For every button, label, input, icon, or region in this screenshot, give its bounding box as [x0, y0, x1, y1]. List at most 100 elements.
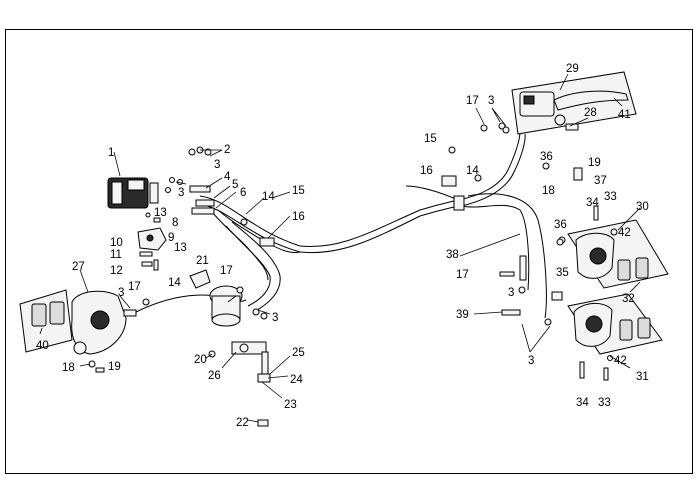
brake-pad [617, 259, 631, 281]
leader [267, 375, 289, 379]
leader [39, 327, 43, 335]
callout-39: 39 [456, 309, 469, 321]
callout-38: 38 [446, 249, 459, 261]
manifold-line-a [211, 211, 269, 281]
callout-14: 14 [262, 191, 275, 203]
abs-unit-face [111, 181, 123, 205]
reservoir-cap [523, 95, 535, 105]
brake-pad [635, 257, 649, 279]
abs-unit-side-plate [149, 182, 159, 204]
bolt [579, 361, 585, 379]
leader [245, 197, 265, 215]
callout-25: 25 [292, 347, 305, 359]
brake-pad [637, 317, 651, 339]
callout-labels: 1 2 3 3 4 5 6 13 8 9 10 11 13 12 14 15 1… [36, 63, 649, 429]
main-brake-line-lower [199, 203, 459, 254]
callout-3: 3 [118, 287, 124, 299]
caliper-piston [585, 315, 603, 333]
callout-3: 3 [528, 355, 534, 367]
bolt-icon [240, 218, 248, 226]
leader [475, 107, 485, 125]
callout-17: 17 [220, 265, 233, 277]
hose-holder [441, 175, 457, 187]
callout-32: 32 [622, 293, 635, 305]
leader [609, 355, 631, 369]
callout-10: 10 [110, 237, 123, 249]
callout-3: 3 [178, 187, 184, 199]
leader [79, 269, 89, 293]
callout-8: 8 [172, 217, 178, 229]
callout-33: 33 [604, 191, 617, 203]
bolt-icon [142, 298, 150, 306]
callout-30: 30 [636, 201, 649, 213]
callout-18: 18 [62, 362, 75, 374]
callout-11: 11 [110, 249, 122, 261]
brake-lines [135, 131, 547, 319]
callout-42: 42 [614, 355, 627, 367]
brake-lever [553, 90, 629, 111]
leader [113, 151, 121, 177]
washer-icon [165, 187, 171, 193]
hose-holder [259, 237, 275, 247]
banjo-bolt [501, 309, 521, 316]
callout-24: 24 [290, 374, 303, 386]
spacer [141, 261, 153, 267]
callout-14: 14 [466, 165, 479, 177]
callout-13: 13 [154, 207, 167, 219]
washer-icon [610, 228, 618, 236]
caliper-piston [589, 247, 607, 265]
bleeder-fitting [123, 309, 137, 317]
bolt [499, 271, 515, 277]
line-junction-fitting [453, 195, 465, 211]
front-left-caliper-assembly [19, 289, 150, 373]
right-line-down-b [467, 193, 547, 319]
callout-37: 37 [594, 175, 607, 187]
callout-12: 12 [110, 265, 123, 277]
reservoir-base [211, 313, 241, 327]
leader [491, 107, 507, 127]
callout-19: 19 [588, 157, 601, 169]
push-rod-fitting [239, 343, 249, 353]
spacer [139, 251, 153, 257]
hose-clamp-bracket [189, 269, 211, 289]
washer-icon [502, 126, 510, 134]
front-right-caliper-upper [558, 205, 669, 289]
line-to-rear-master-b [231, 221, 281, 313]
leader [569, 117, 589, 127]
leader [473, 311, 503, 315]
leader [271, 191, 291, 199]
callout-1: 1 [108, 147, 114, 159]
right-line-down-a [461, 204, 530, 291]
bolt-icon [188, 148, 196, 156]
three-way-joint [573, 167, 583, 181]
leader [200, 149, 223, 157]
callout-31: 31 [636, 371, 649, 383]
callout-15: 15 [424, 133, 437, 145]
master-cylinder-body [231, 341, 267, 355]
callout-29: 29 [566, 63, 579, 75]
leader [613, 97, 623, 107]
banjo-bolt [191, 207, 215, 215]
callout-17: 17 [456, 269, 469, 281]
callout-5: 5 [232, 179, 238, 191]
leader [247, 419, 259, 423]
callout-17: 17 [128, 281, 141, 293]
bolt-icon [474, 174, 482, 182]
front-master-cylinder-assembly [480, 71, 637, 135]
brake-pad [31, 303, 47, 327]
caliper-piston [90, 310, 110, 330]
callout-42: 42 [618, 227, 631, 239]
hose-guide [519, 255, 527, 281]
leader [261, 381, 283, 399]
abs-bracket-assembly [137, 212, 167, 271]
callout-34: 34 [586, 197, 599, 209]
leader [267, 215, 291, 239]
bolt [153, 259, 159, 271]
bolt-icon [204, 148, 212, 156]
nut [153, 217, 161, 223]
washer-icon [177, 179, 183, 185]
diagram-border [5, 29, 693, 474]
screw [95, 367, 105, 373]
